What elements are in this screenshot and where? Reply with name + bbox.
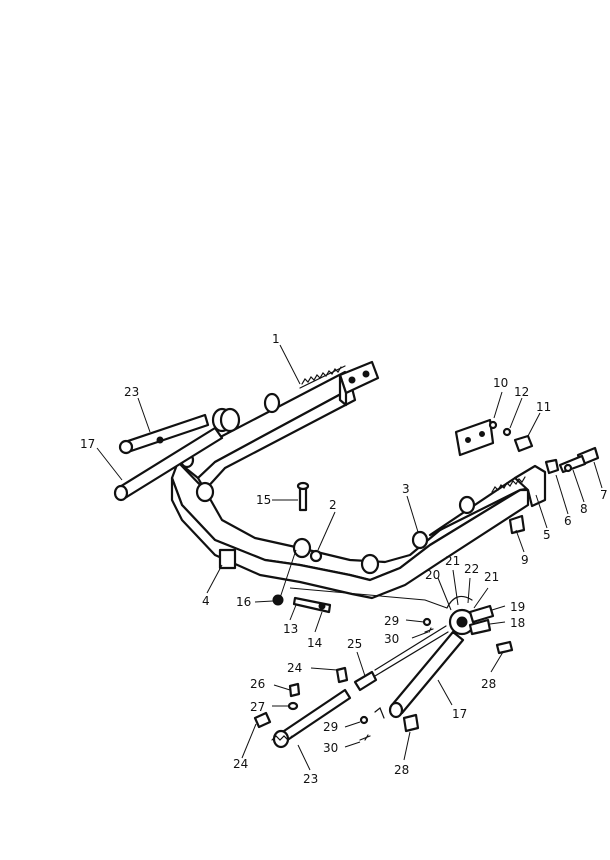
callout-7: 7	[600, 488, 608, 502]
callout-30-lower: 30	[323, 741, 338, 755]
callout-6: 6	[564, 514, 572, 528]
callout-22: 22	[464, 562, 479, 576]
lower-linkage	[353, 595, 514, 741]
callout-27: 27	[250, 700, 265, 714]
mount-plate-left	[338, 360, 380, 407]
callout-11: 11	[536, 400, 551, 414]
callout-23-lower: 23	[303, 772, 318, 786]
callout-29-upper: 29	[384, 614, 399, 628]
callout-29-lower: 29	[323, 720, 338, 734]
callout-23-upper: 23	[124, 385, 139, 399]
callout-9: 9	[521, 553, 529, 567]
callout-28-right: 28	[481, 677, 496, 691]
callout-24-lower: 24	[233, 757, 248, 771]
callout-21-right: 21	[484, 570, 499, 584]
u-frame	[170, 370, 547, 600]
callout-16: 16	[236, 595, 251, 609]
callout-3: 3	[402, 482, 410, 496]
callout-17-lower: 17	[452, 707, 467, 721]
small-hardware	[272, 481, 332, 614]
callout-25: 25	[347, 637, 362, 651]
callout-8: 8	[580, 502, 588, 516]
callout-5: 5	[543, 528, 551, 542]
leader-lines	[96, 344, 603, 771]
callout-18: 18	[510, 616, 525, 630]
callout-17-upper: 17	[80, 437, 95, 451]
callout-15: 15	[256, 493, 271, 507]
callout-19: 19	[510, 600, 525, 614]
upper-left-rods	[113, 407, 241, 502]
rack-top	[299, 365, 526, 493]
callout-13: 13	[283, 622, 298, 636]
callout-26: 26	[250, 677, 265, 691]
callout-2: 2	[329, 498, 337, 512]
callout-12: 12	[514, 385, 529, 399]
callout-1: 1	[272, 332, 280, 346]
callout-labels: 1 2 3 4 5 6 7 8 9 10 11 12 13 14 15 16 1…	[80, 332, 608, 786]
callout-4: 4	[202, 594, 210, 608]
callout-28-lower: 28	[394, 763, 409, 777]
callout-21-left: 21	[445, 554, 460, 568]
right-plate-assembly	[454, 418, 600, 535]
callout-30-upper: 30	[384, 632, 399, 646]
callout-14: 14	[307, 636, 322, 650]
lower-left-rod	[253, 666, 352, 749]
callout-20: 20	[425, 568, 440, 582]
callout-10: 10	[493, 376, 508, 390]
callout-24-upper: 24	[287, 661, 302, 675]
